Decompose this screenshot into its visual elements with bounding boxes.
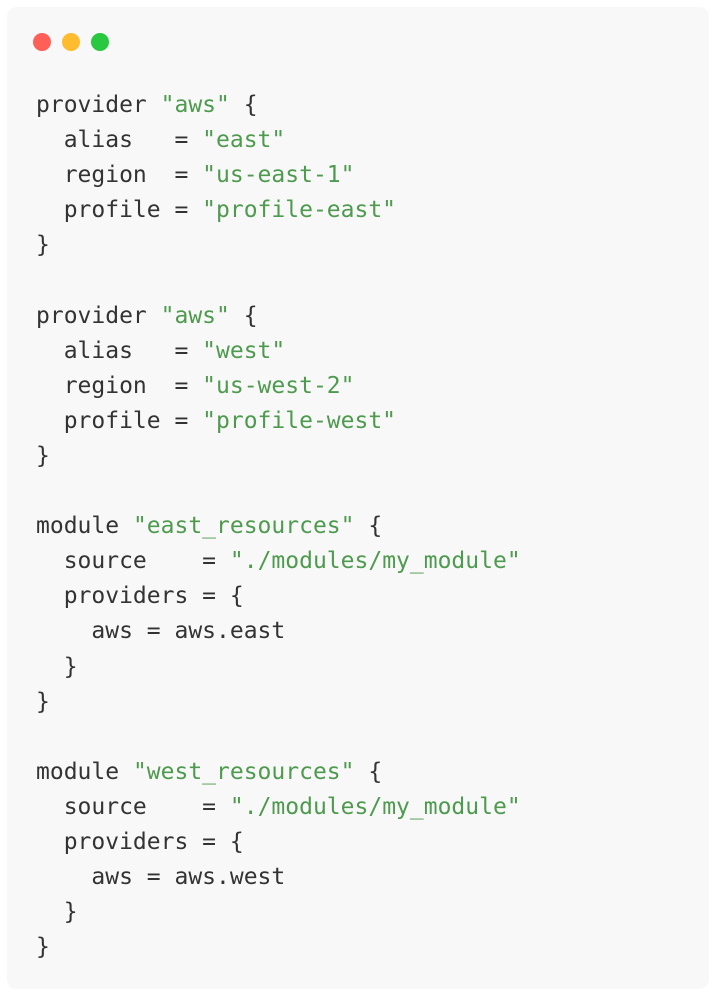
code-token: source = (36, 548, 230, 575)
code-token: module (36, 513, 133, 540)
code-token: alias = (36, 127, 203, 154)
code-string-token: "./modules/my_module" (229, 793, 521, 820)
code-token: } (36, 899, 78, 926)
code-token: aws = aws.west (36, 864, 286, 891)
code-line: } (36, 439, 521, 474)
code-window: provider "aws" { alias = "east" region =… (7, 7, 709, 989)
code-string-token: "west" (202, 337, 286, 364)
code-line (36, 474, 521, 509)
code-token: providers = { (36, 828, 244, 855)
code-token: aws = aws.east (36, 618, 286, 645)
code-token: } (36, 653, 78, 680)
code-string-token: "aws" (160, 92, 230, 118)
code-token: profile = (36, 197, 203, 224)
code-token: } (36, 442, 50, 469)
code-line: region = "us-east-1" (36, 158, 521, 193)
code-line: profile = "profile-west" (36, 404, 521, 439)
code-line: aws = aws.west (36, 860, 521, 895)
code-line: module "east_resources" { (36, 509, 521, 544)
code-token: region = (36, 162, 203, 189)
code-string-token: "us-east-1" (202, 162, 355, 189)
code-token: alias = (36, 337, 203, 364)
code-line: } (36, 685, 521, 720)
code-token: source = (36, 793, 230, 820)
code-token: { (229, 92, 258, 118)
code-block: provider "aws" { alias = "east" region =… (36, 88, 521, 965)
code-token: provider (36, 302, 161, 329)
code-string-token: "us-west-2" (202, 372, 355, 399)
code-line (36, 263, 521, 298)
code-string-token: "./modules/my_module" (229, 548, 521, 575)
code-token: } (36, 934, 50, 961)
code-token: { (354, 758, 383, 785)
minimize-dot-icon[interactable] (62, 33, 80, 51)
code-token: } (36, 688, 50, 715)
close-dot-icon[interactable] (33, 33, 51, 51)
code-string-token: "aws" (160, 302, 230, 329)
code-token: region = (36, 372, 203, 399)
code-line: provider "aws" { (36, 299, 521, 334)
code-line: } (36, 228, 521, 263)
code-line: providers = { (36, 579, 521, 614)
code-line: aws = aws.east (36, 614, 521, 649)
code-token: } (36, 232, 50, 259)
code-line: } (36, 650, 521, 685)
maximize-dot-icon[interactable] (91, 33, 109, 51)
code-line: source = "./modules/my_module" (36, 544, 521, 579)
code-string-token: "east" (202, 127, 286, 154)
code-token: provider (36, 92, 161, 118)
code-token: providers = { (36, 583, 244, 610)
code-line: alias = "east" (36, 123, 521, 158)
code-line (36, 720, 521, 755)
code-line: alias = "west" (36, 334, 521, 369)
code-token: { (229, 302, 258, 329)
code-line: module "west_resources" { (36, 755, 521, 790)
code-token: { (354, 513, 383, 540)
code-token: profile = (36, 407, 203, 434)
code-line: providers = { (36, 825, 521, 860)
code-line: } (36, 930, 521, 965)
code-line: } (36, 895, 521, 930)
code-line: region = "us-west-2" (36, 369, 521, 404)
code-string-token: "east_resources" (132, 513, 355, 540)
code-token: module (36, 758, 133, 785)
code-string-token: "profile-east" (202, 197, 397, 224)
code-line: source = "./modules/my_module" (36, 790, 521, 825)
window-controls (33, 33, 109, 51)
code-line: provider "aws" { (36, 88, 521, 123)
code-string-token: "profile-west" (202, 407, 397, 434)
code-line: profile = "profile-east" (36, 193, 521, 228)
code-string-token: "west_resources" (132, 758, 355, 785)
